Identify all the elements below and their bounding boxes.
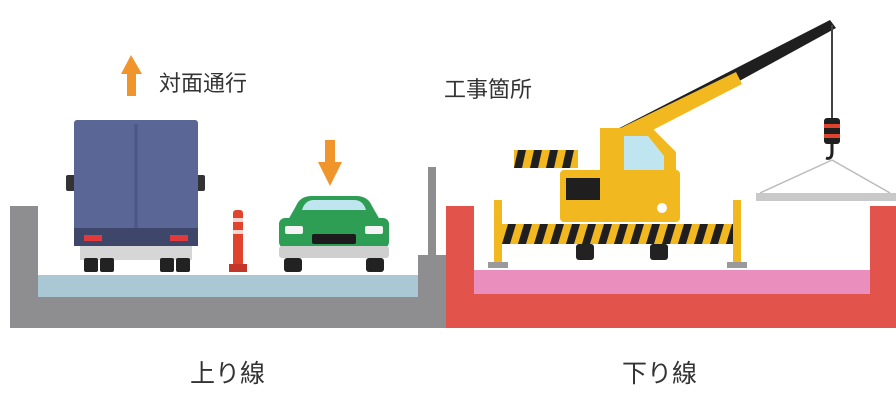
construction-site-label: 工事箇所 bbox=[444, 78, 533, 103]
car-icon bbox=[279, 196, 389, 272]
crane-hook-icon bbox=[756, 118, 896, 201]
two-way-traffic-label: 対面通行 bbox=[159, 72, 248, 97]
crane-icon bbox=[488, 20, 836, 268]
down-line-label: 下り線 bbox=[622, 359, 698, 388]
down-line-road bbox=[446, 206, 896, 328]
down-arrow-icon bbox=[318, 140, 342, 186]
truck-icon bbox=[66, 120, 205, 272]
up-arrow-icon bbox=[121, 55, 142, 96]
up-line-road bbox=[10, 167, 446, 328]
up-line-label: 上り線 bbox=[190, 359, 266, 388]
traffic-pole-icon bbox=[229, 210, 247, 272]
